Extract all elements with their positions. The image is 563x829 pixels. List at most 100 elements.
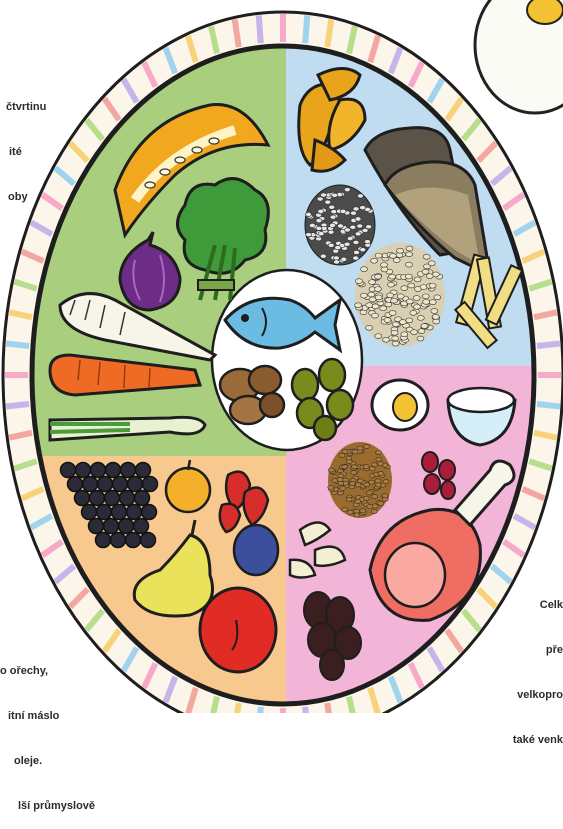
grain bbox=[364, 240, 370, 244]
grape bbox=[96, 533, 111, 548]
grain bbox=[340, 486, 346, 490]
grain bbox=[317, 197, 323, 201]
grain bbox=[342, 507, 348, 511]
grain bbox=[316, 219, 322, 223]
grape bbox=[126, 533, 141, 548]
grain bbox=[350, 211, 356, 215]
grain bbox=[408, 283, 415, 288]
grape bbox=[105, 491, 120, 506]
rim-stripe bbox=[259, 15, 261, 43]
rim-stripe bbox=[6, 344, 29, 346]
grain bbox=[337, 478, 343, 482]
grain bbox=[382, 494, 388, 498]
grain bbox=[328, 468, 334, 472]
grain bbox=[420, 285, 427, 290]
rim-stripe bbox=[235, 19, 239, 47]
grain bbox=[364, 444, 370, 448]
grain bbox=[309, 223, 315, 227]
grape bbox=[142, 505, 157, 520]
grain bbox=[346, 459, 352, 463]
grain bbox=[432, 314, 439, 319]
grain bbox=[360, 509, 366, 513]
grape bbox=[97, 505, 112, 520]
grain bbox=[406, 318, 413, 323]
grain bbox=[384, 318, 391, 323]
grain bbox=[422, 294, 429, 299]
grain bbox=[389, 274, 396, 279]
grain bbox=[414, 277, 421, 282]
grain bbox=[354, 250, 360, 254]
grain bbox=[338, 224, 344, 228]
rim-stripe bbox=[327, 19, 331, 47]
grain bbox=[328, 243, 334, 247]
grain bbox=[353, 256, 359, 260]
grape bbox=[128, 477, 143, 492]
grape bbox=[120, 491, 135, 506]
rim-stripe bbox=[305, 707, 307, 713]
grain bbox=[331, 210, 337, 214]
grain bbox=[380, 306, 387, 311]
grain bbox=[346, 497, 352, 501]
grain bbox=[423, 254, 430, 259]
grain bbox=[332, 193, 338, 197]
grain bbox=[405, 262, 412, 267]
grain bbox=[355, 232, 361, 236]
grain bbox=[347, 510, 353, 514]
grape bbox=[76, 463, 91, 478]
grain bbox=[357, 479, 363, 483]
grain bbox=[368, 292, 375, 297]
grain bbox=[316, 226, 322, 230]
grape bbox=[121, 463, 136, 478]
grape bbox=[104, 519, 119, 534]
grain bbox=[320, 254, 326, 258]
grain bbox=[367, 505, 373, 509]
grain bbox=[411, 330, 418, 335]
grain bbox=[305, 212, 311, 216]
egg-icon bbox=[372, 380, 428, 430]
grain bbox=[342, 465, 348, 469]
grain bbox=[318, 232, 324, 236]
grape bbox=[82, 505, 97, 520]
grain bbox=[339, 453, 345, 457]
grain bbox=[397, 248, 404, 253]
grain bbox=[334, 260, 340, 264]
grain bbox=[378, 501, 384, 505]
grain bbox=[321, 193, 327, 197]
text-line: lší průmyslově bbox=[18, 799, 95, 814]
grain bbox=[374, 286, 381, 291]
grain bbox=[347, 236, 353, 240]
grain bbox=[351, 470, 357, 474]
grain bbox=[344, 188, 350, 192]
grain bbox=[421, 324, 428, 329]
grape bbox=[91, 463, 106, 478]
grain bbox=[362, 228, 368, 232]
grain bbox=[355, 279, 362, 284]
rim-stripe bbox=[537, 404, 560, 406]
rim-stripe bbox=[6, 404, 29, 406]
grain bbox=[423, 299, 430, 304]
grain bbox=[355, 217, 361, 221]
grain bbox=[371, 258, 378, 263]
grape bbox=[136, 463, 151, 478]
grain bbox=[393, 258, 400, 263]
grape bbox=[90, 491, 105, 506]
grain bbox=[357, 224, 363, 228]
grain bbox=[401, 286, 408, 291]
grain bbox=[363, 465, 369, 469]
apple-icon bbox=[200, 588, 276, 672]
grain bbox=[392, 341, 399, 346]
grain bbox=[376, 457, 382, 461]
grain bbox=[371, 313, 378, 318]
rim-stripe bbox=[259, 707, 261, 713]
grain bbox=[383, 337, 390, 342]
grain bbox=[328, 230, 334, 234]
grain bbox=[428, 261, 435, 266]
grain bbox=[355, 499, 361, 503]
grape bbox=[98, 477, 113, 492]
grain bbox=[341, 257, 347, 261]
grain bbox=[378, 461, 384, 465]
grain bbox=[361, 267, 368, 272]
grape bbox=[61, 463, 76, 478]
grape bbox=[68, 477, 83, 492]
grain bbox=[355, 303, 362, 308]
